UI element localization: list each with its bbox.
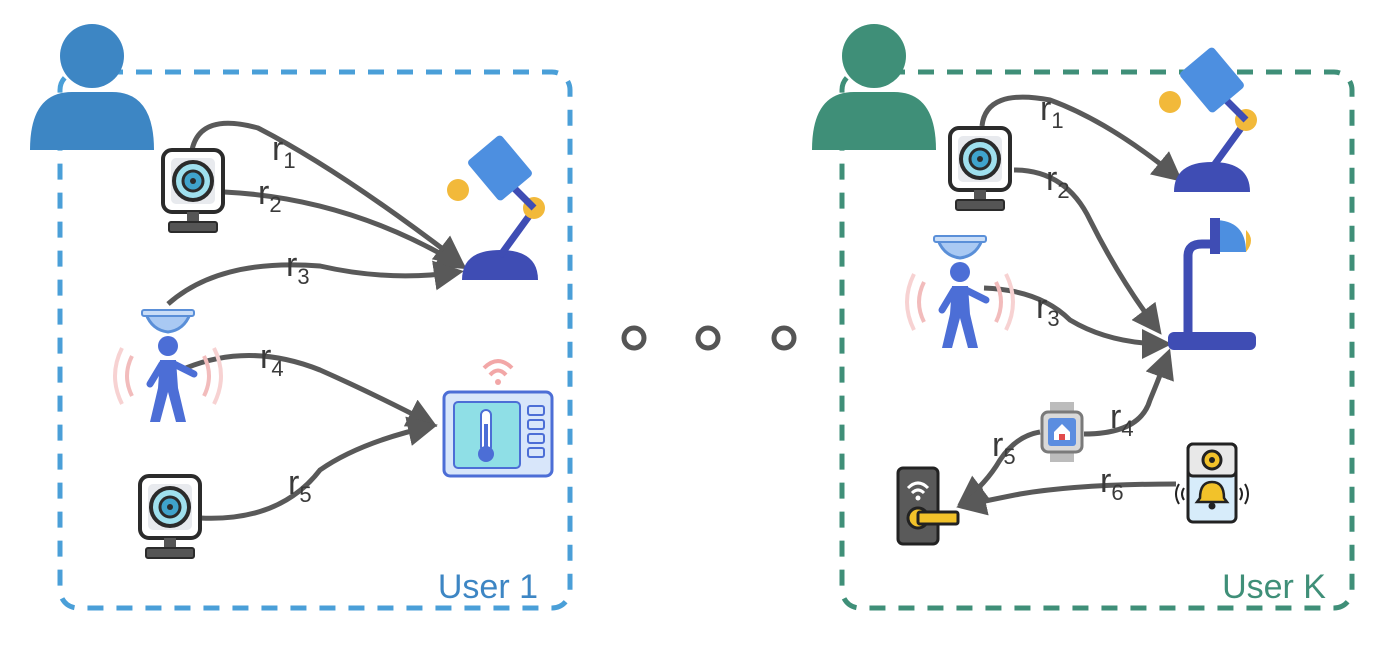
relations-user-k bbox=[956, 94, 1183, 516]
motion-sensor-icon bbox=[115, 310, 221, 422]
desk-lamp-icon bbox=[1159, 46, 1257, 192]
relation-label: r3 bbox=[1036, 288, 1060, 331]
arrow-r1 bbox=[979, 94, 1183, 182]
arrow-r4 bbox=[1083, 348, 1174, 437]
table-lamp-icon bbox=[1168, 218, 1256, 350]
relation-label: r6 bbox=[1100, 462, 1124, 505]
relation-label: r4 bbox=[1110, 398, 1134, 441]
camera-icon bbox=[138, 474, 202, 560]
desk-lamp-icon bbox=[447, 134, 545, 280]
svg-text:r2: r2 bbox=[258, 174, 282, 217]
relation-label: r2 bbox=[258, 174, 282, 217]
panel-user-k: User K r1 r2 r3 r4 r bbox=[812, 24, 1355, 611]
svg-text:r4: r4 bbox=[1110, 398, 1134, 441]
arrow-r1 bbox=[189, 120, 465, 266]
svg-text:r2: r2 bbox=[1046, 160, 1070, 203]
thermostat-icon bbox=[442, 359, 554, 478]
svg-text:r1: r1 bbox=[1040, 90, 1064, 133]
camera-icon bbox=[948, 126, 1012, 212]
relation-label: r1 bbox=[1040, 90, 1064, 133]
svg-text:r4: r4 bbox=[260, 338, 284, 381]
relation-label: r4 bbox=[260, 338, 284, 381]
arrow-r4 bbox=[185, 353, 438, 427]
arrow-r5 bbox=[199, 416, 438, 521]
svg-text:r5: r5 bbox=[288, 464, 312, 507]
ellipsis bbox=[621, 325, 797, 351]
relation-label: r1 bbox=[272, 130, 296, 173]
relation-label: r5 bbox=[992, 426, 1016, 469]
svg-text:r3: r3 bbox=[286, 246, 310, 289]
smart-lock-icon bbox=[896, 466, 960, 546]
user-avatar-icon bbox=[812, 24, 936, 150]
arrow-r2 bbox=[1013, 167, 1162, 335]
svg-text:r3: r3 bbox=[1036, 288, 1060, 331]
ellipsis-dot bbox=[695, 325, 721, 351]
user-avatar-icon bbox=[30, 24, 154, 150]
relation-label: r2 bbox=[1046, 160, 1070, 203]
motion-sensor-icon bbox=[907, 236, 1013, 348]
doorbell-icon bbox=[1174, 442, 1250, 524]
panel-user-1: User 1 r1 r2 r3 r4 r5 bbox=[30, 24, 573, 611]
camera-icon bbox=[161, 148, 225, 234]
arrow-r3 bbox=[983, 285, 1172, 359]
panel-user-k-border bbox=[839, 69, 1355, 611]
panel-user-1-label: User 1 bbox=[438, 568, 538, 606]
ellipsis-dot bbox=[621, 325, 647, 351]
arrow-r6 bbox=[956, 481, 1177, 516]
svg-text:r5: r5 bbox=[992, 426, 1016, 469]
smartwatch-icon bbox=[1040, 400, 1084, 464]
relation-label: r5 bbox=[288, 464, 312, 507]
arrow-r2 bbox=[223, 189, 468, 270]
arrow-r3 bbox=[166, 260, 464, 306]
svg-text:r6: r6 bbox=[1100, 462, 1124, 505]
relations-user-1 bbox=[166, 120, 468, 521]
ellipsis-dot bbox=[771, 325, 797, 351]
panel-user-1-border bbox=[57, 69, 573, 611]
relation-label: r3 bbox=[286, 246, 310, 289]
panel-user-k-label: User K bbox=[1222, 568, 1326, 606]
svg-text:r1: r1 bbox=[272, 130, 296, 173]
